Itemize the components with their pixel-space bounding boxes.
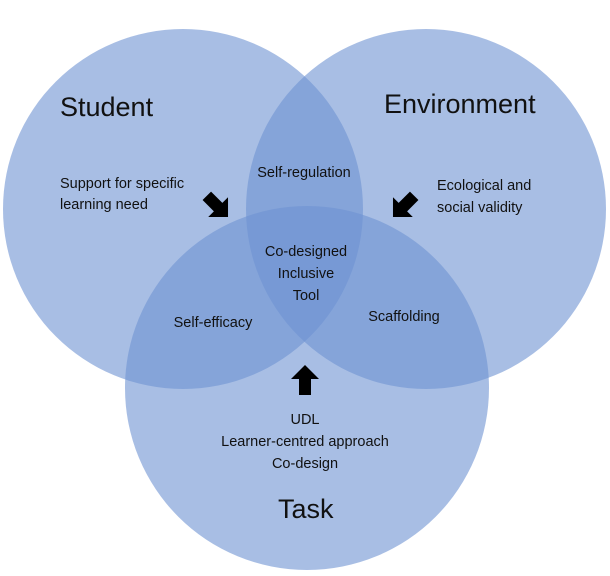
task-outer-label-line-1: UDL: [290, 412, 319, 428]
student-arrow-icon: [202, 191, 229, 218]
task-title: Task: [278, 494, 334, 524]
center-label-line-1: Co-designed: [265, 244, 347, 260]
environment-arrow-icon: [392, 191, 419, 218]
intersection-student-environment-label: Self-regulation: [257, 165, 351, 181]
task-outer-label-line-3: Co-design: [272, 456, 338, 472]
center-label-line-3: Tool: [293, 288, 320, 304]
intersection-student-task-label: Self-efficacy: [174, 315, 253, 331]
center-label-line-2: Inclusive: [278, 266, 334, 282]
environment-outer-label-line-2: social validity: [437, 200, 523, 216]
task-outer-label-line-2: Learner-centred approach: [221, 434, 389, 450]
student-outer-label-line-1: Support for specific: [60, 176, 184, 192]
student-title: Student: [60, 92, 154, 122]
intersection-environment-task-label: Scaffolding: [368, 309, 439, 325]
task-arrow-icon: [291, 365, 319, 395]
environment-outer-label-line-1: Ecological and: [437, 178, 531, 194]
student-outer-label-line-2: learning need: [60, 197, 148, 213]
environment-title: Environment: [384, 89, 536, 119]
